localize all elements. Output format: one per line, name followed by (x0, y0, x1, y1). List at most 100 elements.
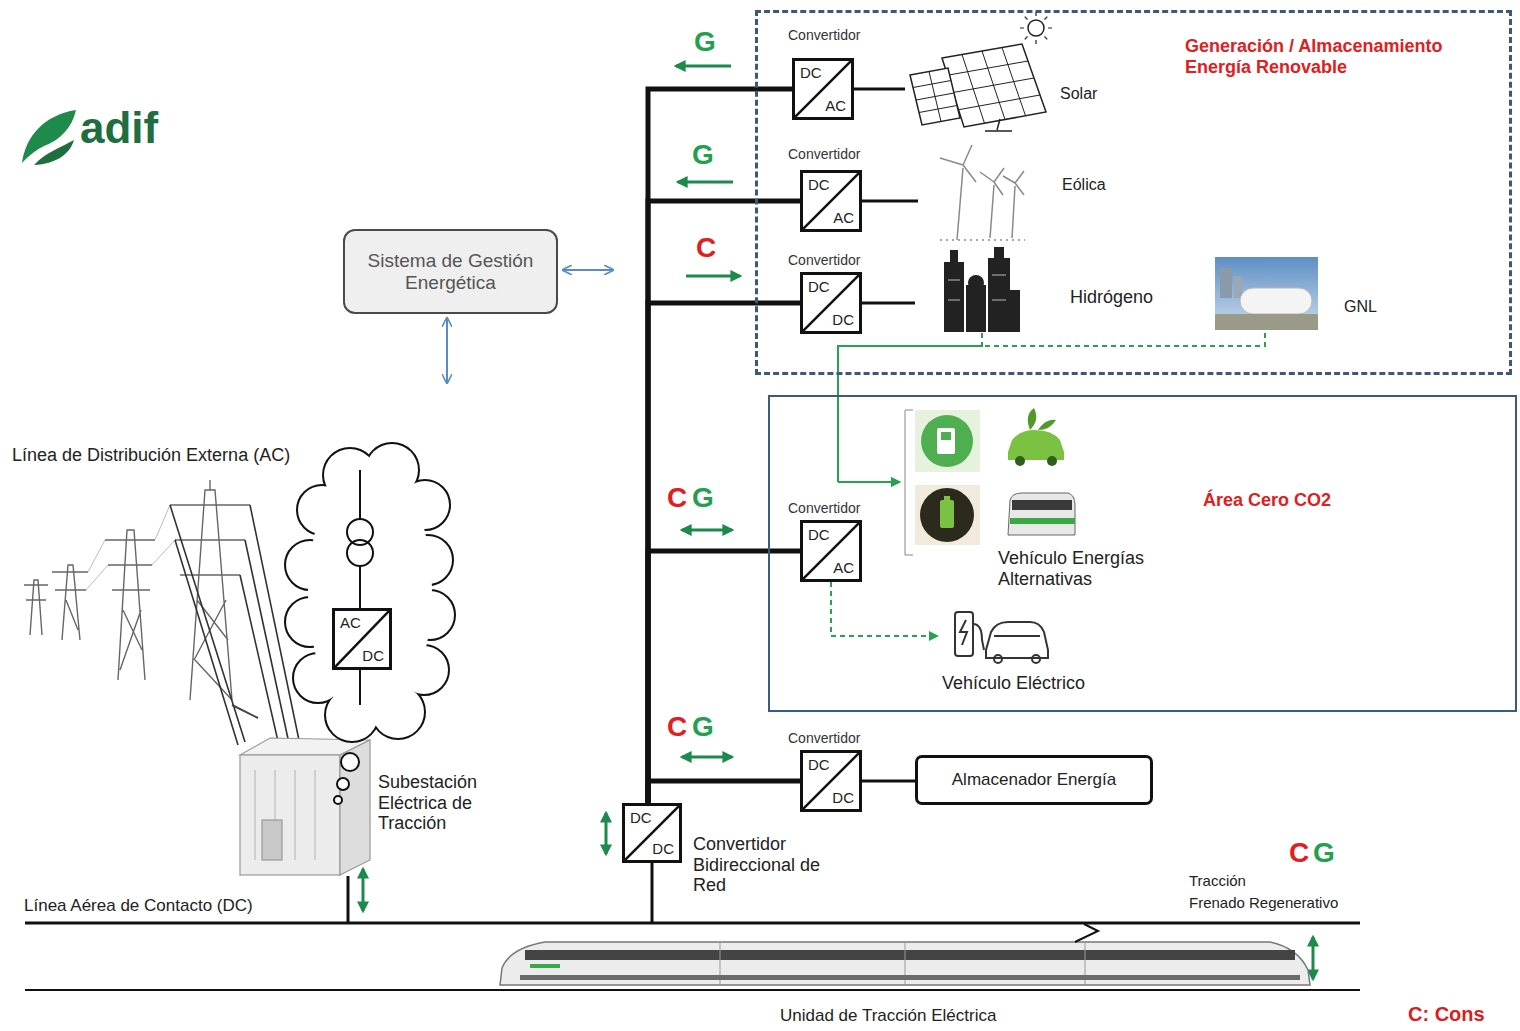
energy-storage: Almacenador Energía (915, 755, 1153, 805)
converter-box: ACDC (332, 608, 392, 670)
port-label: AC (825, 97, 846, 114)
converter: DCDCConvertidor (786, 250, 880, 336)
solar-panel-drawing (910, 12, 1052, 131)
converter: DCAC Convertidor (786, 143, 880, 234)
connector-line (862, 302, 915, 305)
diagonal-line (803, 753, 859, 809)
flow-letter: G (692, 711, 714, 743)
storage-box: Almacenador Energía (915, 755, 1153, 805)
port-label: AC (340, 614, 361, 631)
grid-converter: DCDCConvertidor Bidireccional de Red (620, 801, 852, 905)
converter-caption: Convertidor (788, 730, 860, 746)
flow-arrow (838, 333, 1265, 482)
box-label: Sistema de Gestión Energética (355, 250, 546, 294)
converter-box: DCAC (800, 170, 862, 232)
bus-line (648, 201, 800, 803)
bus-line (648, 781, 800, 803)
solar-panel: Solar (905, 14, 1110, 132)
converter-box: DCDC (800, 750, 862, 812)
converter-box: DCAC (792, 58, 854, 120)
thought-bubble (286, 444, 454, 804)
line-label: Línea de Distribución Externa (AC) (12, 445, 290, 466)
port-label: DC (832, 789, 854, 806)
converter-caption: Convertidor (788, 252, 860, 268)
converter-box: DCDC (622, 803, 682, 863)
port-label: DC (808, 278, 830, 295)
converter: DCDC Convertidor (786, 726, 880, 814)
source-label: Eólica (1062, 176, 1106, 194)
flow-direction-arrows (363, 66, 1313, 979)
flow-letter: C (696, 232, 716, 264)
port-label: DC (808, 176, 830, 193)
diagonal-line (803, 275, 859, 331)
diagonal-line (795, 61, 851, 117)
connector-line (854, 88, 905, 91)
flow-letter: G (1313, 837, 1335, 869)
traction-note: Tracción (1189, 872, 1246, 889)
traction-substation: Subestación Eléctrica de Tracción (228, 718, 503, 880)
port-label: AC (833, 559, 854, 576)
alternative-energy-icons (905, 408, 1075, 555)
hydrogen-plant: Hidrógeno (915, 243, 1177, 333)
source-label: Solar (1060, 85, 1097, 103)
catenary-and-rail (25, 863, 1360, 990)
flow-arrow (838, 333, 982, 482)
converter-box: DCAC (800, 520, 862, 582)
bus-line (648, 303, 800, 803)
catenary-label: Línea Aérea de Contacto (DC) (24, 896, 253, 916)
diagonal-line (335, 611, 389, 667)
lng-tank-drawing (1215, 257, 1318, 330)
power-pylons (24, 480, 300, 750)
logo-leaf (22, 110, 76, 165)
converter-caption: Convertidor (788, 27, 860, 43)
flow-letter: C (667, 482, 687, 514)
substation-label: Subestación Eléctrica de Tracción (378, 772, 503, 834)
train-drawing (500, 924, 1310, 985)
alternative-vehicle-group: Vehículo Energías Alternativas (900, 405, 1170, 600)
bus-line (648, 89, 792, 803)
converter-caption: Convertidor (788, 146, 860, 162)
port-label: DC (800, 64, 822, 81)
flow-letter: G (694, 26, 716, 58)
port-label: DC (808, 756, 830, 773)
port-label: DC (362, 647, 384, 664)
diagonal-line (625, 806, 679, 860)
ev-charger-icon (955, 612, 1048, 663)
zero-co2-region: Área Cero CO2DCAC ConvertidorVehículo Ene… (768, 395, 1517, 712)
management-box: Sistema de Gestión Energética (343, 229, 558, 314)
acdc-converter: ACDC (330, 606, 394, 672)
control-arrow (564, 269, 612, 271)
wind-turbine: Eólica (918, 146, 1118, 242)
box-label: Almacenador Energía (952, 770, 1116, 790)
flow-letter: C (667, 711, 687, 743)
traction-note: Frenado Regenerativo (1189, 894, 1338, 911)
diagonal-line (803, 173, 859, 229)
connector-line (862, 200, 918, 203)
converter: DCAC Convertidor (786, 24, 880, 122)
converter-caption: Convertidor (788, 500, 860, 516)
diagonal-line (803, 523, 859, 579)
connector-line (862, 780, 915, 783)
wind-turbine-drawing (940, 145, 1025, 240)
vehicle-label: Vehículo Energías Alternativas (998, 548, 1173, 589)
source-label: GNL (1344, 298, 1377, 316)
electric-vehicle: Vehículo Eléctrico (938, 602, 1113, 702)
management-system: Sistema de Gestión Energética (343, 229, 558, 314)
converter-caption: Convertidor Bidireccional de Red (693, 834, 851, 896)
source-label: Hidrógeno (1070, 287, 1153, 308)
lng-tank: GNL (1212, 252, 1387, 333)
train-label: Unidad de Tracción Eléctrica (780, 1006, 996, 1026)
flow-arrow (831, 582, 938, 636)
port-label: AC (833, 209, 854, 226)
legend-fragment: C: Cons (1408, 1003, 1485, 1026)
region-heading: Área Cero CO2 (1203, 490, 1331, 511)
port-label: DC (808, 526, 830, 543)
hydrogen-plant-drawing (944, 247, 1020, 332)
converter: DCAC Convertidor (786, 497, 880, 584)
renewable-region: Generación / Almacenamiento Energía Reno… (755, 10, 1512, 375)
supply-line (232, 705, 258, 718)
flow-letter: C (1289, 837, 1309, 869)
